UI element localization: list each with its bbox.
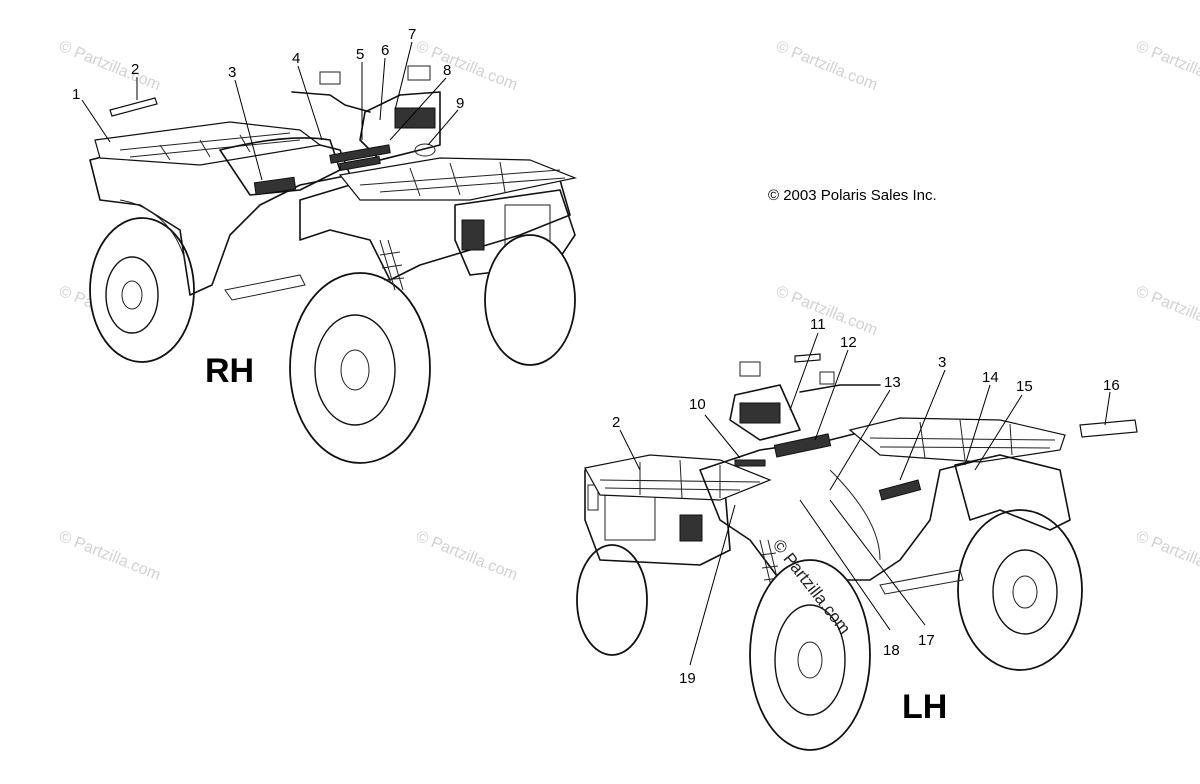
- callouts-rh: 1 2 3 4 5 6 7 8 9: [72, 26, 464, 181]
- callout-label: 2: [131, 61, 139, 78]
- watermark: © Partzilla.com: [414, 528, 520, 584]
- callout-label: 18: [883, 642, 900, 659]
- view-label-lh: LH: [902, 688, 947, 726]
- callout-label: 16: [1103, 377, 1120, 394]
- callout-label: 15: [1016, 378, 1033, 395]
- callout-label: 4: [292, 50, 300, 67]
- view-label-rh: RH: [205, 352, 254, 390]
- callout-label: 6: [381, 42, 389, 59]
- callout-label: 12: [840, 334, 857, 351]
- callout-label: 2: [612, 414, 620, 431]
- watermark: © Partzilla.com: [1134, 38, 1200, 94]
- callout-label: 9: [456, 95, 464, 112]
- callouts-lh: 2 10 11 12 13 3 14 15 16 17 18 19: [612, 316, 1120, 687]
- callout-label: 10: [689, 396, 706, 413]
- callout-label: 14: [982, 369, 999, 386]
- atv-lh-illustration: [576, 353, 1138, 751]
- atv-rh-illustration: [89, 65, 578, 464]
- callout-label: 5: [356, 46, 364, 63]
- callout-label: 8: [443, 62, 451, 79]
- callout-label: 19: [679, 670, 696, 687]
- copyright-notice: © 2003 Polaris Sales Inc.: [768, 187, 937, 204]
- callout-label: 7: [408, 26, 416, 43]
- watermark: © Partzilla.com: [774, 283, 880, 339]
- watermark: © Partzilla.com: [1134, 528, 1200, 584]
- callout-label: 11: [810, 316, 826, 333]
- decal-700: [878, 479, 922, 501]
- watermark: © Partzilla.com: [774, 38, 880, 94]
- callout-label: 3: [228, 64, 236, 81]
- watermarks: © Partzilla.com © Partzilla.com © Partzi…: [57, 38, 1200, 584]
- callout-label: 1: [72, 86, 80, 103]
- callout-label: 13: [884, 374, 901, 391]
- watermark: © Partzilla.com: [1134, 283, 1200, 339]
- watermark: © Partzilla.com: [57, 528, 163, 584]
- decal-700: [253, 176, 297, 196]
- callout-label: 3: [938, 354, 946, 371]
- callout-label: 17: [918, 632, 935, 649]
